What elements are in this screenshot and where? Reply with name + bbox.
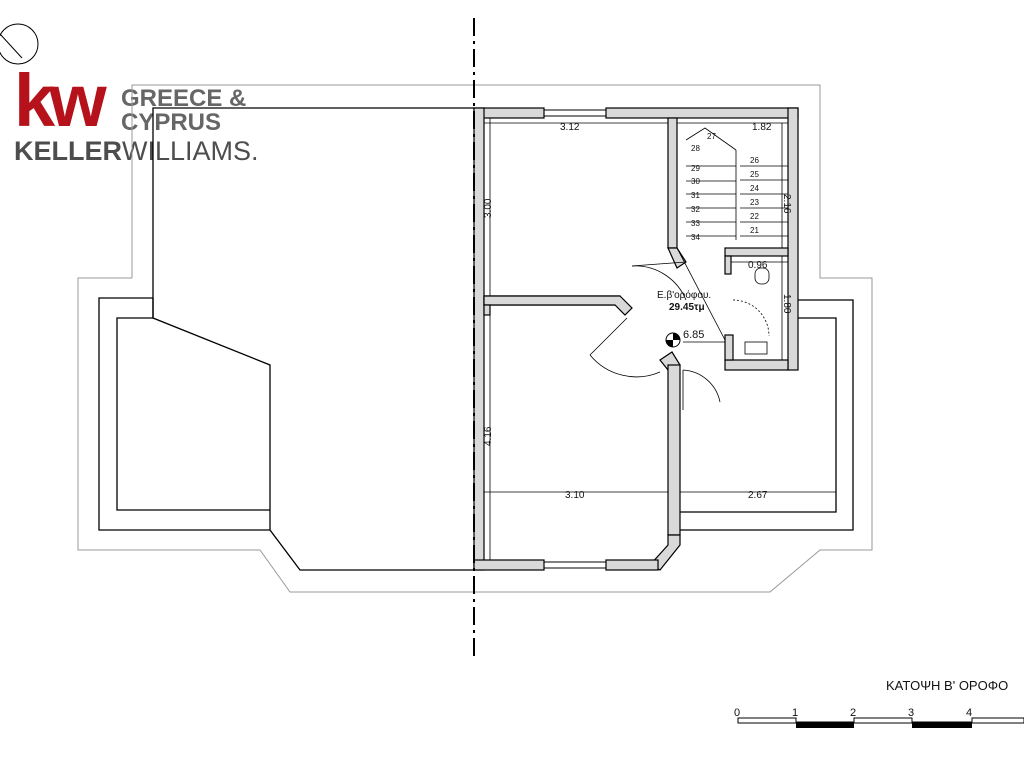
wall-stair-left (667, 117, 678, 249)
level-marker-icon (665, 332, 681, 348)
area-label: Ε.β'ορόφου. (657, 289, 711, 301)
dimension-labels: 3.12 3.00 1.82 2.16 0.96 1.80 4.16 3.10 … (483, 122, 792, 501)
sink-icon (744, 341, 768, 355)
logo-line-cyprus: CYPRUS (121, 109, 221, 136)
stair-step-number: 33 (691, 219, 700, 228)
area-value: 29.45τμ (669, 302, 705, 313)
balcony-outline (680, 299, 854, 531)
door-swing-bottom (682, 369, 721, 403)
stair-step-number: 30 (691, 177, 700, 186)
scale-bar-label: 2 (850, 707, 856, 719)
wall-top-mid (605, 107, 799, 119)
dimension-lines (484, 118, 836, 560)
toilet-icon (754, 267, 770, 285)
keller-williams-logo: kw GREECE & CYPRUS KELLERWILLIAMS. (0, 23, 259, 166)
scale-bar-label: 1 (792, 707, 798, 719)
logo-brand-name: KELLERWILLIAMS. (14, 136, 259, 166)
stair-step-number: 24 (750, 184, 759, 193)
dim-bottom-room-width: 3.10 (565, 490, 585, 501)
stair-step-number: 21 (750, 226, 759, 235)
left-roof-plan (98, 107, 474, 571)
dim-stair-width: 1.82 (752, 122, 772, 133)
wall-bottom-left (473, 559, 545, 571)
dim-top-room-height: 3.00 (483, 198, 494, 218)
stair-step-labels-left: 27 28 29 30 31 32 33 34 (691, 132, 716, 242)
wall-middle-diag (483, 295, 633, 316)
walls (473, 107, 799, 571)
wall-lower-stub (483, 304, 491, 316)
doors (589, 247, 726, 410)
dim-balcony-width: 2.67 (748, 490, 768, 501)
door-swing-top (631, 265, 687, 301)
dim-wc-width: 0.96 (748, 260, 768, 271)
door-swing-left (589, 354, 661, 378)
stair-step-number: 27 (707, 132, 716, 141)
stair-step-number: 29 (691, 164, 700, 173)
scale-bar (737, 717, 1024, 728)
stair-step-number: 23 (750, 198, 759, 207)
windows (544, 109, 606, 569)
stair-step-number: 28 (691, 144, 700, 153)
dim-bottom-room-height: 4.16 (483, 426, 494, 446)
wall-bottom-right (667, 364, 681, 536)
logo-brand-keller: KELLER (14, 136, 122, 166)
logo-kw-mark: kw (14, 59, 107, 142)
plan-title: ΚΑΤΟΨΗ Β' ΟΡΟΦΟ (886, 678, 1008, 693)
stair-step-number: 34 (691, 233, 700, 242)
wall-wc-top (724, 247, 789, 257)
wall-bottom-right-seg (605, 559, 659, 571)
wall-wc-left (724, 255, 732, 275)
scale-bar-label: 4 (966, 707, 972, 719)
stair-step-number: 26 (750, 156, 759, 165)
scale-bar-label: 3 (908, 707, 914, 719)
stair-step-labels-right: 26 25 24 23 22 21 (750, 156, 759, 235)
logo-brand-suffix: . (251, 136, 259, 166)
scale-bar-labels: 0 1 2 3 4 (734, 707, 972, 719)
dim-stair-height: 2.16 (781, 194, 792, 214)
stair-step-number: 22 (750, 212, 759, 221)
level-mark-value: 6.85 (683, 329, 704, 341)
wall-wc-bottom (724, 359, 789, 371)
wall-left (473, 107, 485, 571)
staircase (685, 127, 788, 240)
wc-fixtures (732, 267, 770, 355)
north-arrow-icon (0, 23, 39, 65)
dim-wc-height: 1.80 (781, 294, 792, 314)
stair-step-number: 25 (750, 170, 759, 179)
logo-brand-williams: WILLIAMS (122, 136, 251, 166)
wall-stair-corner (667, 247, 687, 269)
wall-wc-bottom-left (724, 334, 734, 361)
roof-outline (77, 84, 873, 593)
wall-right (787, 107, 799, 371)
scale-bar-label: 0 (734, 707, 740, 719)
stair-step-number: 31 (691, 191, 700, 200)
dim-top-room-width: 3.12 (560, 122, 580, 133)
stair-step-number: 32 (691, 205, 700, 214)
